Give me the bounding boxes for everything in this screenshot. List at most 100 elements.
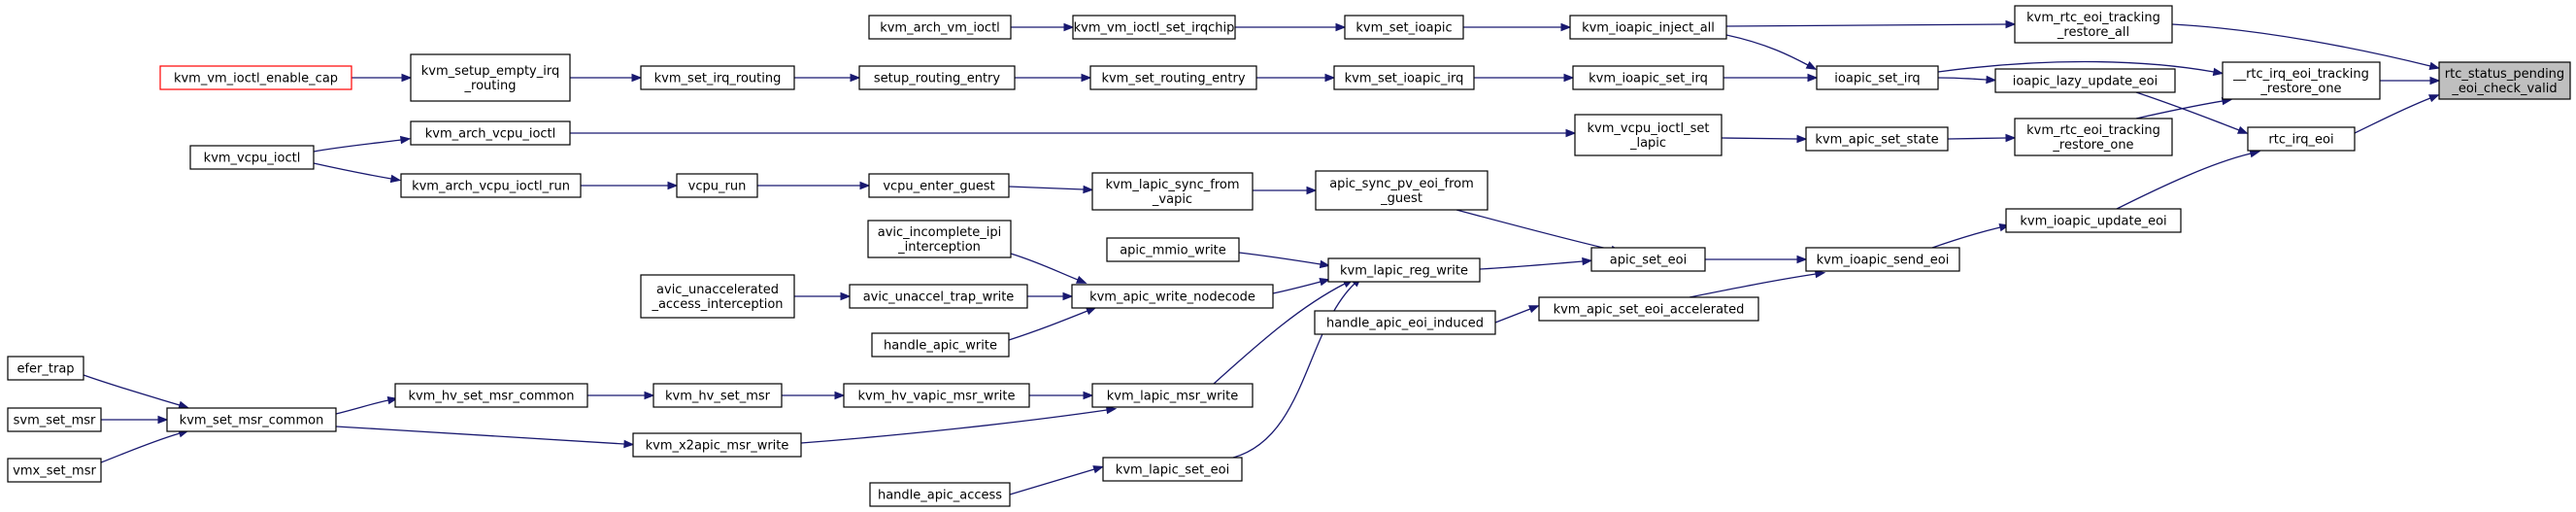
node-box bbox=[394, 383, 588, 408]
edge-ioapic_set_irq-to-ioapic_lazy_update_eoi bbox=[1937, 75, 1997, 85]
node-kvm-lapic-sync-from-vapic[interactable]: kvm_lapic_sync_from_vapic bbox=[1091, 172, 1254, 211]
node-box bbox=[1314, 310, 1496, 335]
node-label: apic_set_eoi bbox=[1610, 254, 1687, 268]
node-kvm-vm-ioctl-enable-cap[interactable]: kvm_vm_ioctl_enable_cap bbox=[159, 65, 352, 90]
edge-line bbox=[2116, 153, 2252, 210]
node-kvm-vcpu-ioctl[interactable]: kvm_vcpu_ioctl bbox=[189, 145, 315, 170]
arrowhead bbox=[178, 400, 189, 409]
node-box bbox=[1327, 257, 1481, 283]
edge-kvm_set_ioapic_irq-to-kvm_ioapic_set_irq bbox=[1474, 73, 1575, 83]
edge-kvm_hv_set_msr-to-kvm_hv_vapic_msr_write bbox=[782, 391, 846, 400]
arrowhead bbox=[2237, 125, 2249, 134]
edge-vm_ioctl_set_irqchip-to-set_ioapic bbox=[1235, 22, 1347, 32]
edge-line bbox=[2354, 97, 2431, 134]
node-label: kvm_ioapic_send_eoi bbox=[1817, 254, 1950, 268]
node-set-ioapic[interactable]: kvm_set_ioapic bbox=[1344, 15, 1464, 40]
node-rtc-status[interactable]: rtc_status_pending_eoi_check_valid bbox=[2438, 61, 2571, 100]
node-box bbox=[2222, 61, 2381, 100]
node-vm-ioctl-set-irqchip[interactable]: kvm_vm_ioctl_set_irqchip bbox=[1072, 15, 1236, 40]
node-kvm-set-msr-common[interactable]: kvm_set_msr_common bbox=[166, 407, 337, 432]
node-handle-apic-access[interactable]: handle_apic_access bbox=[869, 482, 1011, 507]
node-avic-unaccel-trap-write[interactable]: avic_unaccel_trap_write bbox=[849, 284, 1028, 309]
node-kvm-hv-vapic-msr-write[interactable]: kvm_hv_vapic_msr_write bbox=[843, 383, 1030, 408]
edge-ioapic_lazy_update_eoi-to-rtc_irq_eoi bbox=[2135, 91, 2249, 134]
node-rtc-irq-eoi[interactable]: rtc_irq_eoi bbox=[2247, 126, 2356, 152]
node-kvm-arch-vcpu-ioctl[interactable]: kvm_arch_vcpu_ioctl bbox=[410, 120, 571, 146]
node-kvm-rtc-eoi-tracking-restore-one[interactable]: kvm_rtc_eoi_tracking_restore_one bbox=[2014, 118, 2173, 156]
node-vcpu-enter-guest[interactable]: vcpu_enter_guest bbox=[868, 173, 1010, 198]
node-vmx-set-msr[interactable]: vmx_set_msr bbox=[7, 458, 102, 483]
edge-line bbox=[1272, 281, 1321, 294]
arrowhead bbox=[2249, 149, 2261, 158]
node-label: kvm_arch_vcpu_ioctl_run bbox=[412, 180, 570, 194]
node-label: kvm_lapic_set_eoi bbox=[1116, 463, 1229, 478]
node-box bbox=[7, 458, 102, 483]
edge-handle_apic_eoi_induced-to-kvm_apic_set_eoi_accelerated bbox=[1494, 305, 1540, 324]
node-kvm-apic-write-nodecode[interactable]: kvm_apic_write_nodecode bbox=[1071, 284, 1274, 309]
node-kvm-lapic-reg-write[interactable]: kvm_lapic_reg_write bbox=[1327, 257, 1481, 283]
node-rtc-irq-eoi-tracking-restore-one[interactable]: __rtc_irq_eoi_tracking_restore_one bbox=[2222, 61, 2381, 100]
node-kvm-hv-set-msr-common[interactable]: kvm_hv_set_msr_common bbox=[394, 383, 588, 408]
node-apic-mmio-write[interactable]: apic_mmio_write bbox=[1106, 237, 1240, 262]
node-kvm-setup-empty-irq-routing[interactable]: kvm_setup_empty_irq_routing bbox=[410, 53, 571, 102]
node-kvm-hv-set-msr[interactable]: kvm_hv_set_msr bbox=[652, 383, 783, 408]
node-kvm-lapic-set-eoi[interactable]: kvm_lapic_set_eoi bbox=[1102, 457, 1243, 482]
node-kvm-ioapic-send-eoi[interactable]: kvm_ioapic_send_eoi bbox=[1805, 247, 1960, 272]
edge-ioapic_inject_all-to-ioapic_set_irq bbox=[1725, 34, 1818, 70]
node-kvm-lapic-msr-write[interactable]: kvm_lapic_msr_write bbox=[1091, 383, 1254, 408]
node-box bbox=[869, 482, 1011, 507]
node-label: _restore_one bbox=[2259, 82, 2341, 96]
arrowhead bbox=[1563, 73, 1575, 83]
node-arch-vm-ioctl[interactable]: kvm_arch_vm_ioctl bbox=[868, 15, 1012, 40]
node-kvm-set-irq-routing[interactable]: kvm_set_irq_routing bbox=[640, 65, 795, 90]
arrowhead bbox=[1083, 391, 1094, 400]
node-box bbox=[410, 120, 571, 146]
edge-line bbox=[1725, 23, 2007, 27]
node-ioapic-lazy-update-eoi[interactable]: ioapic_lazy_update_eoi bbox=[1994, 68, 2176, 93]
node-label: _restore_one bbox=[2052, 138, 2133, 153]
node-kvm-ioapic-update-eoi[interactable]: kvm_ioapic_update_eoi bbox=[2005, 208, 2182, 233]
node-handle-apic-eoi-induced[interactable]: handle_apic_eoi_induced bbox=[1314, 310, 1496, 335]
node-kvm-set-ioapic-irq[interactable]: kvm_set_ioapic_irq bbox=[1333, 65, 1475, 90]
edge-handle_apic_write-to-kvm_apic_write_nodecode bbox=[1008, 307, 1097, 341]
arrowhead bbox=[1335, 22, 1347, 32]
arrowhead bbox=[1105, 405, 1118, 415]
edge-kvm_lapic_reg_write-to-apic_set_eoi bbox=[1479, 256, 1593, 270]
node-ioapic-inject-all[interactable]: kvm_ioapic_inject_all bbox=[1569, 15, 1727, 40]
node-svm-set-msr[interactable]: svm_set_msr bbox=[7, 407, 102, 432]
node-label: vcpu_run bbox=[688, 180, 747, 194]
node-box bbox=[867, 220, 1012, 258]
node-vcpu-run[interactable]: vcpu_run bbox=[676, 173, 758, 198]
node-setup-routing-entry[interactable]: setup_routing_entry bbox=[858, 65, 1016, 90]
arrowhead bbox=[2427, 94, 2440, 103]
node-handle-apic-write[interactable]: handle_apic_write bbox=[871, 332, 1010, 358]
node-label: _vapic bbox=[1152, 192, 1192, 207]
node-label: kvm_vcpu_ioctl bbox=[204, 152, 301, 166]
node-kvm-set-routing-entry[interactable]: kvm_set_routing_entry bbox=[1089, 65, 1257, 90]
node-kvm-apic-set-state[interactable]: kvm_apic_set_state bbox=[1805, 126, 1949, 152]
node-efer-trap[interactable]: efer_trap bbox=[7, 356, 84, 381]
edge-arch_vm_ioctl-to-vm_ioctl_set_irqchip bbox=[1011, 22, 1075, 32]
arrowhead bbox=[2429, 76, 2441, 85]
node-ioapic-set-irq[interactable]: ioapic_set_irq bbox=[1816, 65, 1939, 90]
node-kvm-vcpu-ioctl-set-lapic[interactable]: kvm_vcpu_ioctl_set_lapic bbox=[1574, 114, 1723, 156]
edge-line bbox=[1937, 77, 1988, 81]
arrowhead bbox=[1092, 465, 1104, 474]
node-kvm-apic-set-eoi-accelerated[interactable]: kvm_apic_set_eoi_accelerated bbox=[1538, 296, 1759, 322]
node-label: kvm_rtc_eoi_tracking bbox=[2026, 123, 2160, 138]
edge-kvm_lapic_sync_from_vapic-to-apic_sync_pv_eoi_from_guest bbox=[1253, 186, 1318, 195]
node-label: rtc_status_pending bbox=[2445, 67, 2564, 82]
arrowhead bbox=[1796, 255, 1808, 264]
node-apic-set-eoi[interactable]: apic_set_eoi bbox=[1590, 247, 1706, 272]
node-kvm-ioapic-set-irq[interactable]: kvm_ioapic_set_irq bbox=[1572, 65, 1724, 90]
node-avic-unaccelerated-access-interception[interactable]: avic_unaccelerated_access_interception bbox=[640, 274, 795, 319]
node-kvm-x2apic-msr-write[interactable]: kvm_x2apic_msr_write bbox=[632, 432, 802, 458]
arrowhead bbox=[1319, 259, 1331, 269]
node-box bbox=[1590, 247, 1706, 272]
edge-kvm_apic_set_eoi_accelerated-to-kvm_ioapic_send_eoi bbox=[1689, 269, 1826, 298]
node-apic-sync-pv-eoi-from-guest[interactable]: apic_sync_pv_eoi_from_guest bbox=[1315, 170, 1489, 211]
node-avic-incomplete-ipi-interception[interactable]: avic_incomplete_ipi_interception bbox=[867, 220, 1012, 258]
node-rtc-eoi-tracking-restore-all[interactable]: kvm_rtc_eoi_tracking_restore_all bbox=[2014, 5, 2173, 44]
node-label: kvm_hv_set_msr bbox=[665, 390, 771, 404]
node-kvm-arch-vcpu-ioctl-run[interactable]: kvm_arch_vcpu_ioctl_run bbox=[400, 173, 582, 198]
